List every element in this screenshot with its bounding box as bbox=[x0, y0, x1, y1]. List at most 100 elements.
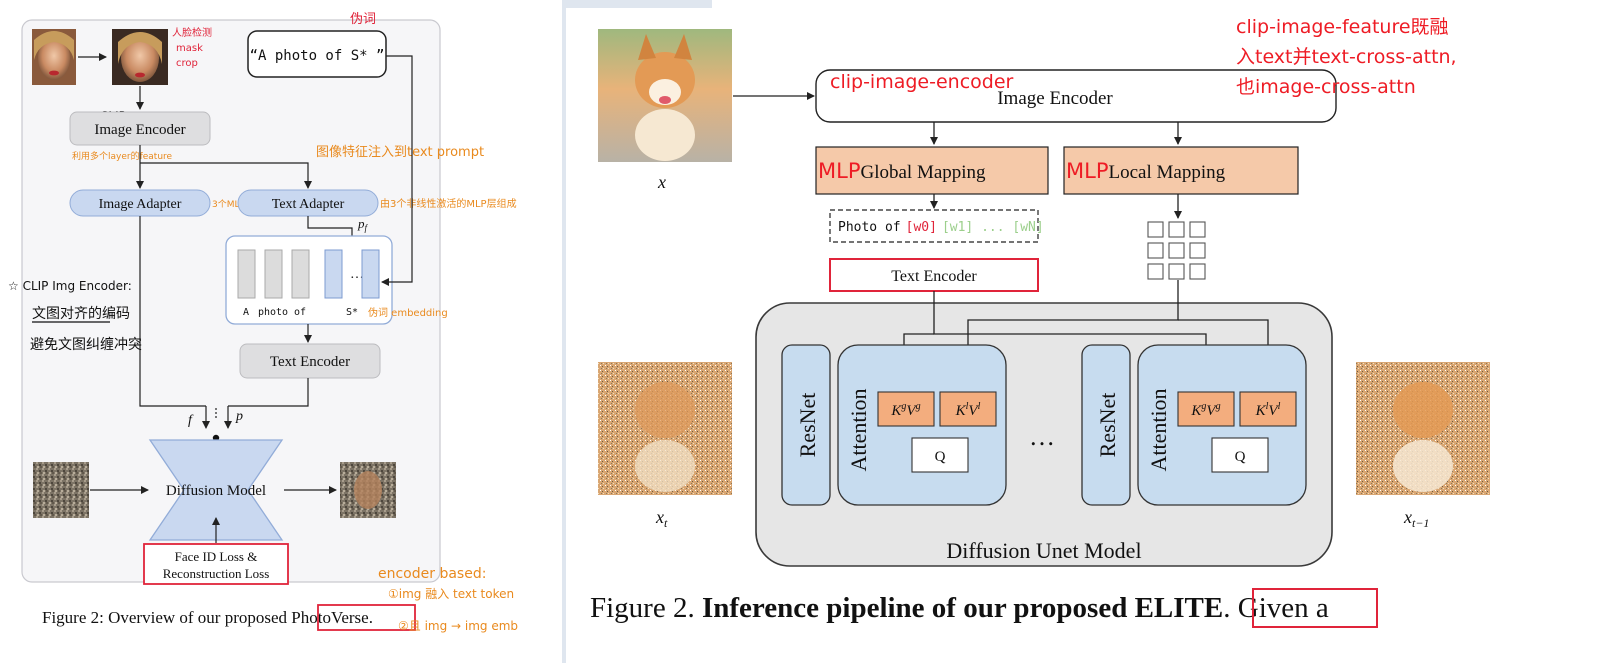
local-v-1: V bbox=[968, 403, 979, 419]
global-k-sup-2: g bbox=[1201, 401, 1206, 412]
note-feature-2: 入text并text-cross-attn, bbox=[1236, 46, 1457, 68]
right-text-encoder-label: Text Encoder bbox=[891, 268, 977, 285]
photo-of-token: Photo of bbox=[838, 220, 901, 235]
diffusion-unet-label: Diffusion Unet Model bbox=[946, 538, 1141, 563]
divider-tab bbox=[566, 0, 712, 8]
token-photo: photo bbox=[258, 307, 288, 318]
local-feature-grid bbox=[1147, 221, 1206, 280]
cropped-face-image bbox=[112, 29, 168, 85]
global-v-2: V bbox=[1206, 403, 1217, 419]
local-k-sup-1: l bbox=[966, 401, 969, 412]
local-v-sup-1: l bbox=[978, 401, 981, 412]
prompt-box bbox=[247, 30, 387, 78]
global-k-sup-1: g bbox=[901, 401, 906, 412]
photoverse-caption: Figure 2: Overview of our proposed Photo… bbox=[42, 608, 373, 627]
elite-caption-suffix: . Given a bbox=[1223, 592, 1329, 624]
local-v-2: V bbox=[1268, 403, 1279, 419]
generated-face-image bbox=[340, 462, 396, 518]
elite-caption: Figure 2. Inference pipeline of our prop… bbox=[590, 592, 1329, 624]
local-k-sup-2: l bbox=[1266, 401, 1269, 412]
note-word-embedding: 伪词 embedding bbox=[368, 307, 448, 319]
elite-caption-name: ELITE bbox=[1135, 592, 1224, 624]
pf-label: pf bbox=[357, 216, 369, 233]
x-label: x bbox=[657, 172, 666, 192]
right-image-encoder-label: Image Encoder bbox=[997, 88, 1113, 109]
note-feature-1: clip-image-feature既融 bbox=[1236, 16, 1449, 38]
token-dots: … bbox=[350, 267, 364, 282]
note-encoder-2: ②且 img → img emb bbox=[398, 619, 518, 633]
pf-subscript: f bbox=[365, 223, 369, 233]
diffusion-model-label: Diffusion Model bbox=[166, 483, 266, 499]
local-kv-label-2: KlVl bbox=[1255, 401, 1281, 419]
global-kv-1 bbox=[877, 391, 935, 427]
input-face-image bbox=[32, 29, 76, 85]
global-v-1: V bbox=[906, 403, 917, 419]
loss-line-1: Face ID Loss & bbox=[175, 549, 258, 564]
note-clip-image-encoder: clip-image-encoder bbox=[830, 71, 1014, 93]
f-label: f bbox=[188, 413, 194, 428]
block-ellipsis: … bbox=[1029, 422, 1055, 451]
photoverse-caption-suffix: . bbox=[369, 608, 373, 627]
token-a: A bbox=[243, 307, 249, 318]
pf-symbol: p bbox=[357, 216, 365, 231]
photoverse-caption-prefix: Figure 2: Overview of our proposed bbox=[42, 608, 291, 627]
global-kv-2 bbox=[1177, 391, 1235, 427]
token-of: of bbox=[294, 307, 306, 318]
left-text-encoder bbox=[239, 343, 381, 379]
note-pseudo-word: 伪词 bbox=[350, 12, 376, 27]
note-clip-img-encoder: ☆ CLIP Img Encoder: bbox=[8, 279, 132, 293]
resnet-block-2 bbox=[1081, 344, 1131, 506]
text-adapter-label: Text Adapter bbox=[272, 197, 345, 212]
left-text-encoder-label: Text Encoder bbox=[270, 354, 350, 370]
global-v-sup-1: g bbox=[916, 401, 921, 412]
panel-divider bbox=[562, 0, 566, 663]
noisy-dog-xt-minus-1 bbox=[1356, 362, 1490, 495]
note-aligned-encoding: 文图对齐的编码 bbox=[32, 306, 130, 322]
xt-minus-1-symbol: x bbox=[1403, 507, 1412, 527]
photoverse-name-highlight bbox=[317, 604, 416, 631]
global-mapping-text: MLPGlobal Mapping bbox=[818, 159, 986, 183]
global-v-sup-2: g bbox=[1216, 401, 1221, 412]
local-mapping-label: Local Mapping bbox=[1108, 162, 1225, 183]
global-kv-label-1: KgVg bbox=[890, 401, 920, 419]
right-image-encoder bbox=[815, 69, 1337, 123]
note-layer-feature: 利用多个layer的feature bbox=[72, 150, 173, 162]
token-s-star: S* bbox=[346, 307, 358, 318]
pseudo-word-text: Photo of[w0][w1] ... [wN] bbox=[838, 220, 1044, 235]
w-rest-tokens: [w1] ... [wN] bbox=[942, 220, 1044, 235]
resnet-label-1: ResNet bbox=[795, 393, 820, 458]
query-box-2 bbox=[1211, 437, 1269, 473]
local-kv-2 bbox=[1239, 391, 1297, 427]
local-mapping-text: MLPLocal Mapping bbox=[1066, 159, 1226, 183]
note-mask: mask bbox=[176, 43, 203, 54]
photoverse-caption-name: PhotoVerse bbox=[291, 608, 368, 627]
image-adapter-label: Image Adapter bbox=[99, 197, 182, 212]
xt-label: xt bbox=[655, 507, 668, 530]
xt-subscript: t bbox=[664, 516, 668, 530]
note-encoder-based: encoder based: bbox=[378, 566, 486, 582]
elite-caption-bold: Inference pipeline of our proposed bbox=[702, 592, 1135, 624]
xt-minus-1-subscript: t−1 bbox=[1412, 516, 1429, 530]
noisy-dog-xt bbox=[598, 362, 732, 495]
local-k-1: K bbox=[955, 403, 967, 419]
elite-caption-prefix: Figure 2. bbox=[590, 592, 702, 624]
p-label: p bbox=[235, 409, 243, 424]
global-k-1: K bbox=[890, 403, 902, 419]
left-image-encoder-label: Image Encoder bbox=[94, 122, 185, 138]
local-mapping-box bbox=[1063, 146, 1299, 195]
local-kv-label-1: KlVl bbox=[955, 401, 981, 419]
local-kv-1 bbox=[939, 391, 997, 427]
local-v-sup-2: l bbox=[1278, 401, 1281, 412]
note-crop: crop bbox=[176, 58, 198, 69]
prompt-text: “A photo of S* ” bbox=[250, 48, 385, 64]
query-label-1: Q bbox=[935, 449, 946, 465]
local-mlp-note: MLP bbox=[1066, 159, 1108, 183]
note-encoder-1: ①img 融入 text token bbox=[388, 587, 514, 601]
note-inject: 图像特征注入到text prompt bbox=[316, 145, 484, 160]
note-feature-3: 也image-cross-attn bbox=[1236, 76, 1416, 98]
query-box-1 bbox=[911, 437, 969, 473]
attention-label-1: Attention bbox=[846, 388, 871, 471]
loss-line-2: Reconstruction Loss bbox=[163, 566, 270, 581]
elite-figure: x Image Encoder clip-image-encoder clip-… bbox=[590, 16, 1490, 628]
